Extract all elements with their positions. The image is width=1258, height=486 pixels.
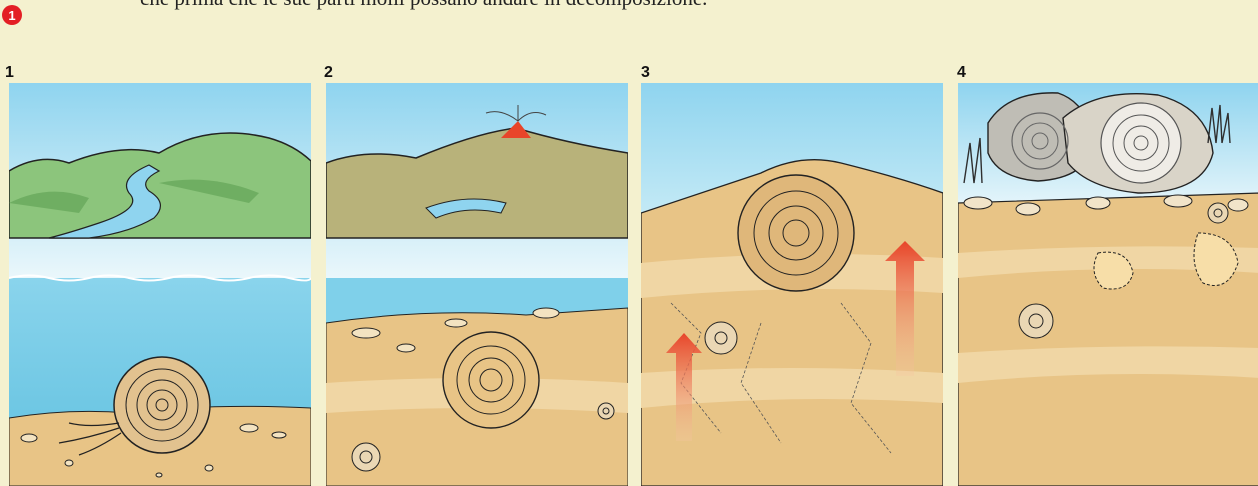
fossil-cast xyxy=(1101,103,1181,183)
panel-number-3: 3 xyxy=(641,64,650,82)
panel-1-ammonite-death xyxy=(9,83,311,486)
buried-ammonite xyxy=(443,332,539,428)
caption-text: che prima che le sue parti molli possano… xyxy=(140,0,707,11)
fossil-ammonite xyxy=(738,175,854,291)
panel-number-2: 2 xyxy=(324,64,333,82)
panel-4-exposure xyxy=(958,83,1258,486)
panel-number-4: 4 xyxy=(957,64,966,82)
panel-number-1: 1 xyxy=(5,64,14,82)
ammonite-shell xyxy=(114,357,210,453)
panel-2-burial xyxy=(326,83,628,486)
figure-number-badge: 1 xyxy=(2,5,22,25)
panel-3-uplift xyxy=(641,83,943,486)
